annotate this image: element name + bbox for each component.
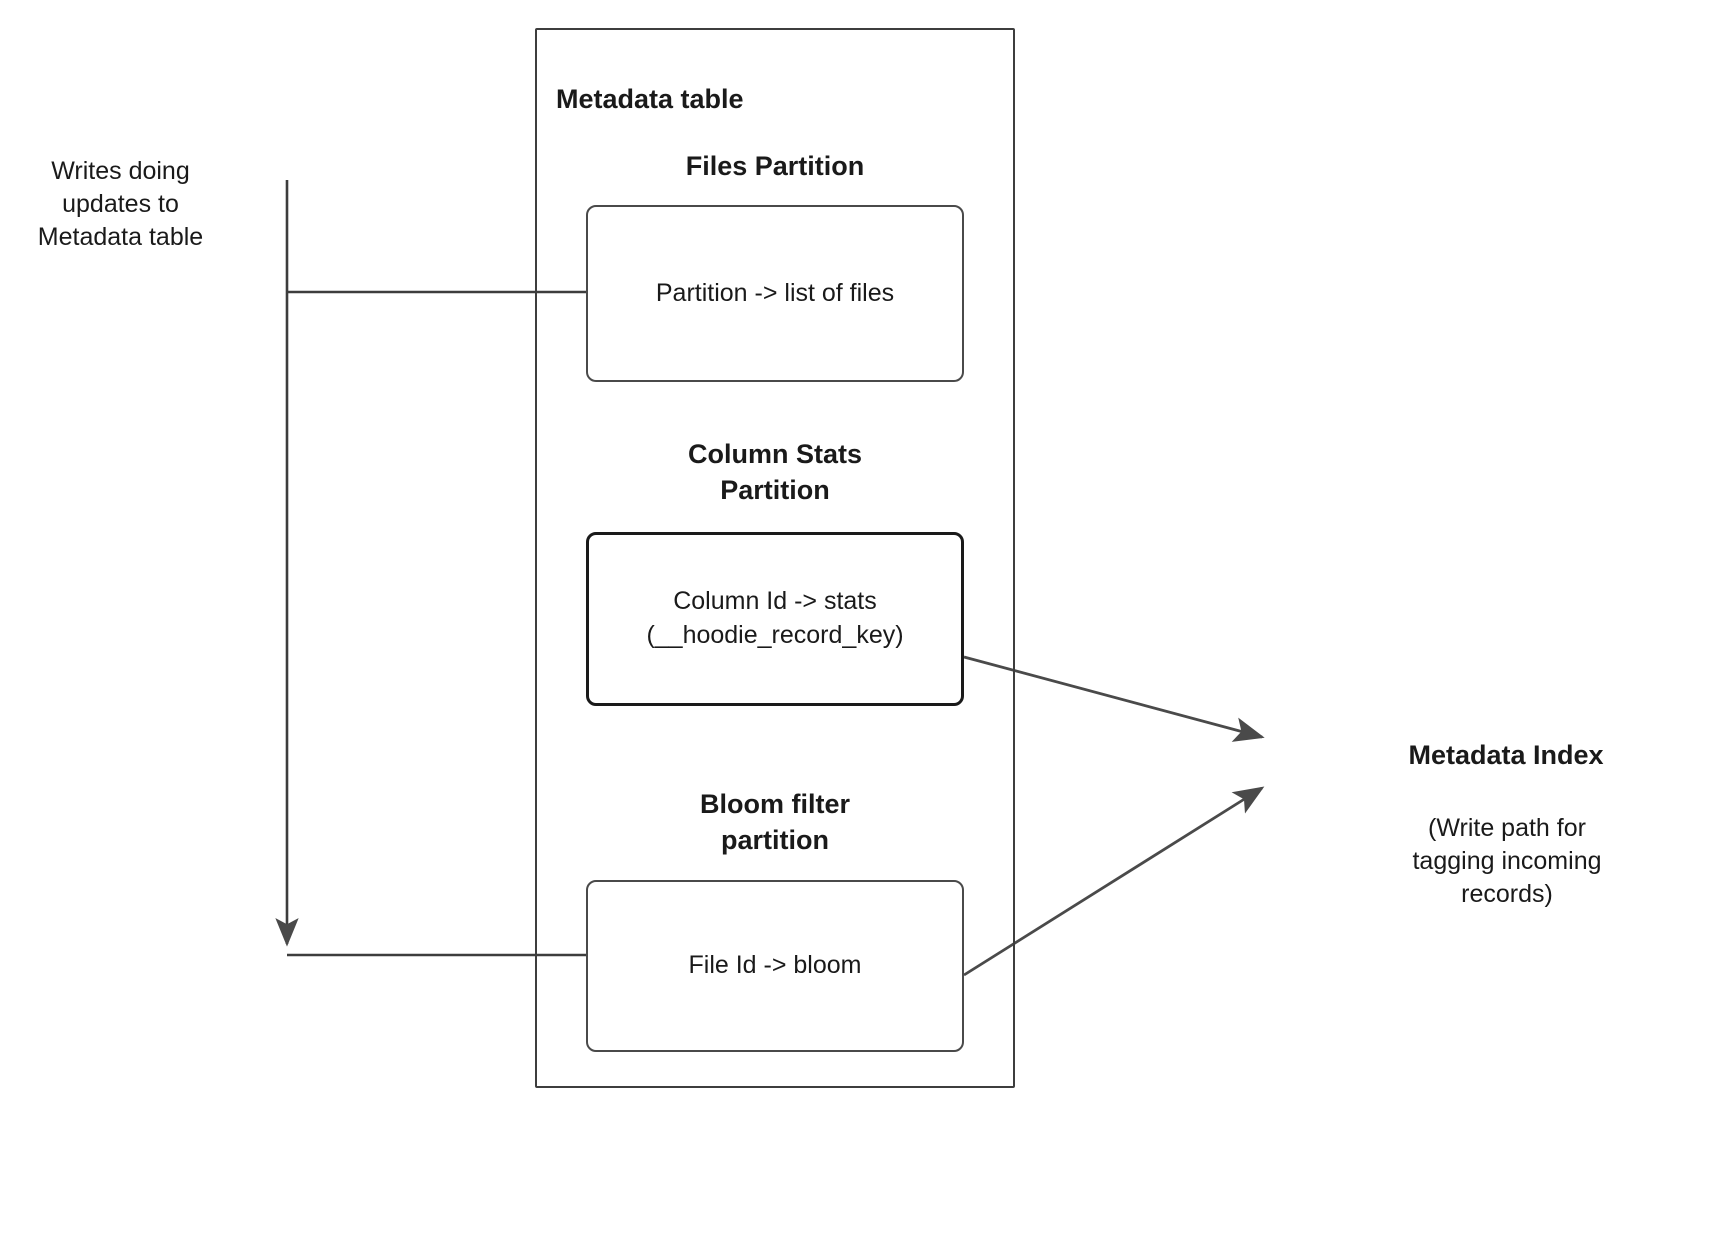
files-partition-box-text: Partition -> list of files [655,278,895,307]
bloom-filter-partition-box-text: File Id -> bloom [688,951,862,980]
files-partition-heading: Files Partition [685,151,865,181]
metadata-index-title: Metadata Index [1408,740,1604,770]
column-stats-partition-heading: Column Stats Partition [687,439,862,505]
column-stats-partition-box: Column Id -> stats (__hoodie_record_key) [586,532,964,706]
metadata-table-title: Metadata table [556,84,744,114]
bloom-filter-partition-box: File Id -> bloom [586,880,964,1052]
metadata-table-container [535,28,1015,1088]
column-stats-partition-box-text: Column Id -> stats (__hoodie_record_key) [646,587,904,649]
files-partition-box: Partition -> list of files [586,205,964,382]
metadata-index-subtitle: (Write path for tagging incoming records… [1412,814,1602,908]
bloom-filter-partition-heading: Bloom filter partition [699,789,850,855]
writes-doing-updates-label: Writes doing updates to Metadata table [37,157,204,251]
